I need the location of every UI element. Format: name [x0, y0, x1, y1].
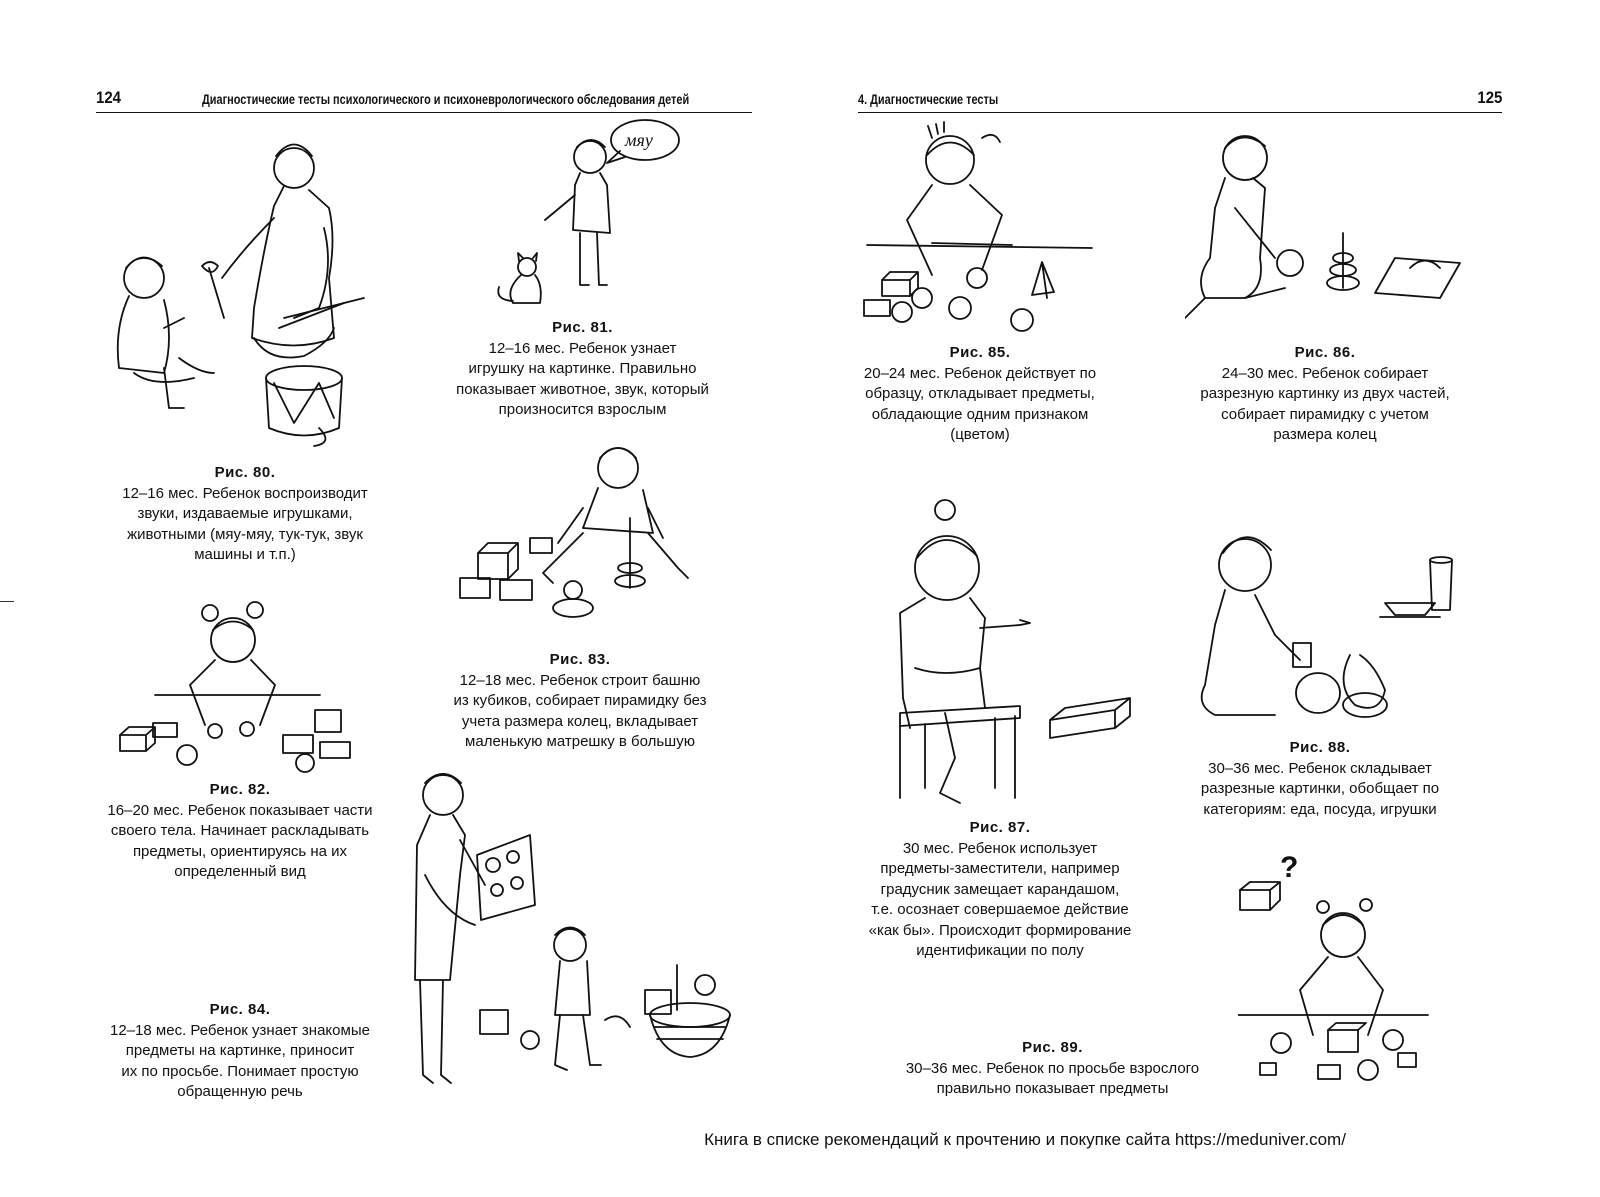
- fig-81-line-3: показывает животное, звук, который: [456, 380, 709, 398]
- fig-82-line-4: определенный вид: [174, 863, 306, 880]
- right-page: 4. Диагностические тесты 125: [790, 0, 1600, 1197]
- fig-89-line-1: 30–36 мес. Ребенок по просьбе взрослого: [905, 1059, 1200, 1077]
- fig-86-line-3: собирает пирамидку с учетом: [1221, 405, 1429, 423]
- illustration-fig-80: [104, 128, 374, 448]
- fig-85-line-4: (цветом): [950, 426, 1010, 443]
- fig-83-label: Рис. 83.: [549, 651, 611, 668]
- fig-87-line-3: градусник замещает карандашом,: [880, 880, 1120, 898]
- illustration-fig-89: ?: [1238, 845, 1438, 1085]
- fig-87-line-5: «как бы». Происходит формирование: [868, 921, 1132, 939]
- illustration-fig-88: [1185, 515, 1475, 725]
- caption-fig-85: Рис. 85. 20–24 мес. Ребенок действует по…: [835, 343, 1125, 446]
- caption-fig-86: Рис. 86. 24–30 мес. Ребенок собирает раз…: [1175, 343, 1475, 446]
- fig-82-line-1: 16–20 мес. Ребенок показывает части: [107, 801, 373, 819]
- illustration-fig-81: мяу: [485, 115, 700, 310]
- illustration-fig-86: [1185, 128, 1475, 323]
- fig-85-line-2: образцу, откладывает предметы,: [865, 385, 1095, 402]
- fig-88-line-3: категориям: еда, посуда, игрушки: [1203, 800, 1437, 818]
- fig-83-line-2: из кубиков, собирает пирамидку без: [453, 692, 707, 709]
- fig-81-line-2: игрушку на картинке. Правильно: [468, 360, 697, 377]
- fig-84-label: Рис. 84.: [209, 1001, 271, 1018]
- fig-85-label: Рис. 85.: [949, 344, 1011, 361]
- fig-84-line-3: их по просьбе. Понимает простую: [121, 1062, 359, 1080]
- fig-87-line-2: предметы-заместители, например: [880, 860, 1120, 877]
- illustration-fig-84: [405, 765, 735, 1090]
- fig-88-line-2: разрезные картинки, обобщает по: [1200, 780, 1440, 797]
- fig-86-line-1: 24–30 мес. Ребенок собирает: [1221, 364, 1429, 382]
- fig-85-line-1: 20–24 мес. Ребенок действует по: [863, 364, 1097, 382]
- fig-88-label: Рис. 88.: [1289, 739, 1351, 756]
- fig-82-line-2: своего тела. Начинает раскладывать: [110, 822, 370, 839]
- fig-86-line-2: разрезную картинку из двух частей,: [1200, 385, 1450, 402]
- page-number-left: 124: [96, 88, 121, 107]
- question-mark: ?: [1280, 851, 1298, 884]
- fig-86-line-4: размера колец: [1273, 426, 1377, 443]
- fig-83-line-1: 12–18 мес. Ребенок строит башню: [459, 671, 701, 689]
- fig-89-line-2: правильно показывает предметы: [936, 1080, 1169, 1097]
- running-head-right: 4. Диагностические тесты: [858, 91, 999, 107]
- fig-84-line-2: предметы на картинке, приносит: [125, 1042, 355, 1059]
- caption-fig-82: Рис. 82. 16–20 мес. Ребенок показывает ч…: [85, 780, 395, 883]
- caption-fig-88: Рис. 88. 30–36 мес. Ребенок складывает р…: [1175, 738, 1465, 820]
- caption-fig-83: Рис. 83. 12–18 мес. Ребенок строит башню…: [425, 650, 735, 753]
- fig-80-line-4: машины и т.п.): [194, 546, 296, 563]
- fig-89-label: Рис. 89.: [1022, 1039, 1083, 1056]
- speech-bubble-text: мяу: [624, 130, 653, 150]
- fig-81-line-1: 12–16 мес. Ребенок узнает: [488, 339, 677, 357]
- fig-87-line-6: идентификации по полу: [916, 942, 1084, 959]
- fig-84-line-4: обращенную речь: [177, 1083, 303, 1100]
- fig-87-line-4: т.е. осознает совершаемое действие: [871, 901, 1129, 918]
- fig-80-label: Рис. 80.: [214, 464, 276, 481]
- caption-fig-87: Рис. 87. 30 мес. Ребенок использует пред…: [835, 818, 1165, 962]
- fig-80-line-1: 12–16 мес. Ребенок воспроизводит: [122, 484, 368, 502]
- caption-fig-89: Рис. 89. 30–36 мес. Ребенок по просьбе в…: [880, 1038, 1225, 1100]
- right-page-header: 4. Диагностические тесты 125: [858, 86, 1502, 113]
- fig-84-line-1: 12–18 мес. Ребенок узнает знакомые: [110, 1021, 370, 1039]
- fig-81-label: Рис. 81.: [552, 319, 613, 336]
- illustration-fig-83: [458, 438, 703, 623]
- fig-87-line-1: 30 мес. Ребенок использует: [902, 839, 1098, 857]
- left-page-header: 124 Диагностические тесты психологическо…: [96, 86, 752, 113]
- caption-fig-84: Рис. 84. 12–18 мес. Ребенок узнает знако…: [85, 1000, 395, 1103]
- left-page: 124 Диагностические тесты психологическо…: [0, 0, 790, 1197]
- fig-83-line-4: маленькую матрешку в большую: [465, 733, 695, 750]
- fig-88-line-1: 30–36 мес. Ребенок складывает: [1208, 759, 1432, 777]
- fig-81-line-4: произносится взрослым: [498, 401, 667, 418]
- fig-86-label: Рис. 86.: [1294, 344, 1356, 361]
- fig-80-line-3: животными (мяу-мяу, тук-тук, звук: [127, 525, 363, 543]
- running-head-left: Диагностические тесты психологического и…: [202, 91, 690, 107]
- illustration-fig-82: [115, 595, 365, 775]
- caption-fig-81: Рис. 81. 12–16 мес. Ребенок узнает игруш…: [430, 318, 735, 421]
- fig-83-line-3: учета размера колец, вкладывает: [461, 712, 699, 730]
- fig-85-line-3: обладающие одним признаком: [871, 405, 1089, 423]
- fig-87-label: Рис. 87.: [969, 819, 1031, 836]
- fig-82-label: Рис. 82.: [209, 781, 271, 798]
- footer-notice: Книга в списке рекомендаций к прочтению …: [704, 1130, 1346, 1149]
- illustration-fig-87: [885, 498, 1140, 808]
- caption-fig-80: Рис. 80. 12–16 мес. Ребенок воспроизводи…: [95, 463, 395, 566]
- fig-82-line-3: предметы, ориентируясь на их: [132, 842, 348, 860]
- illustration-fig-85: [862, 120, 1102, 335]
- fig-80-line-2: звуки, издаваемые игрушками,: [137, 505, 353, 522]
- edge-mark: [0, 601, 14, 602]
- page-number-right: 125: [1477, 88, 1502, 107]
